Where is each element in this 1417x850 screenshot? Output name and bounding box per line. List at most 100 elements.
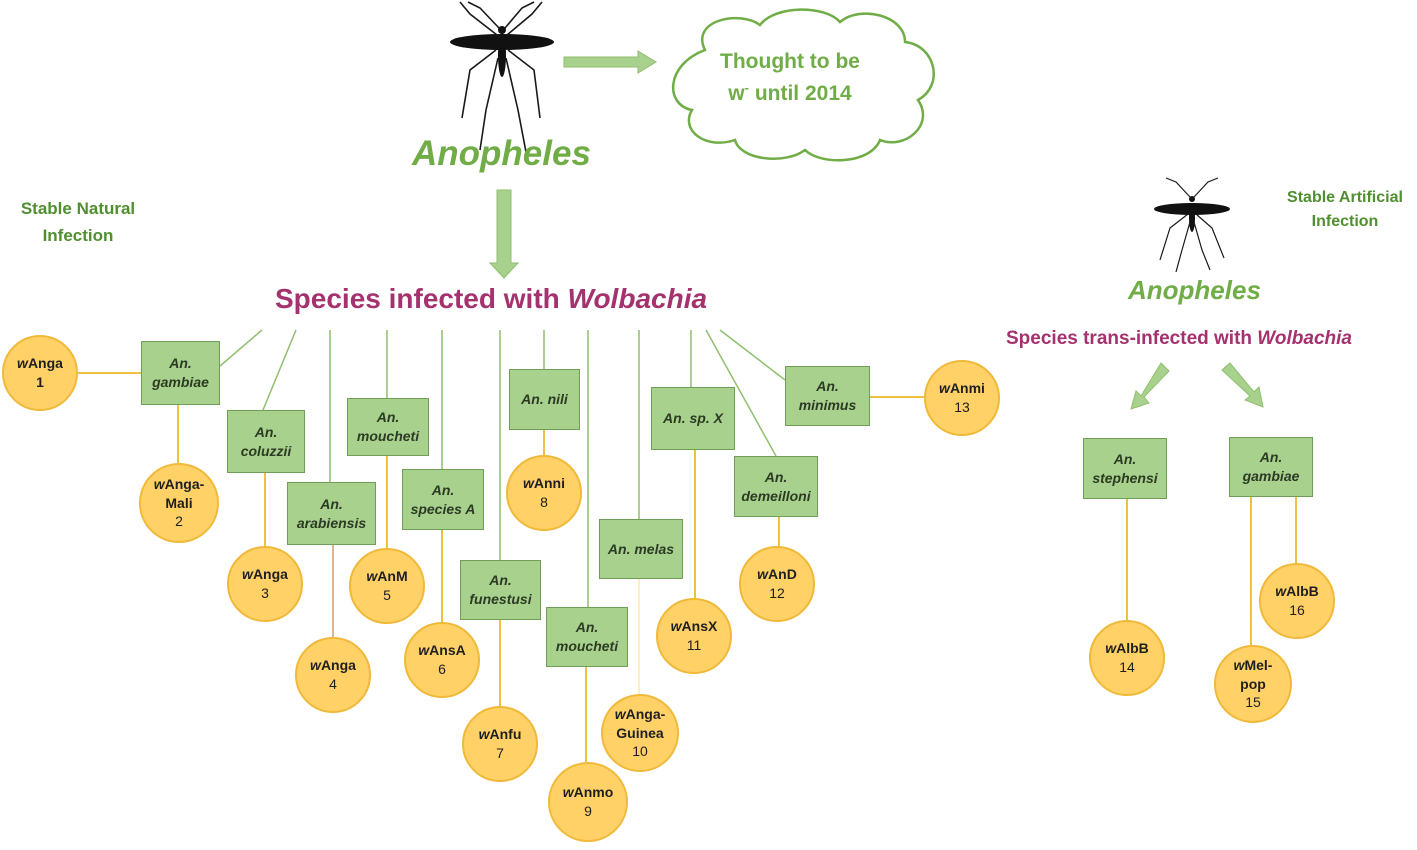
artificial-anopheles-title: Anopheles	[1128, 275, 1261, 305]
strain-12-number: 12	[769, 585, 785, 601]
natural-heading-text: Species infected with	[275, 283, 568, 314]
species-stephensi-line2: stephensi	[1092, 469, 1158, 486]
strain-14-label: wAlbB	[1105, 640, 1149, 657]
species-gambiaeart-line1: An.	[1259, 449, 1283, 466]
species-demeilloni-line2: demeilloni	[741, 487, 811, 504]
strain-15-number: 15	[1245, 694, 1261, 711]
strain-10-label-2: Guinea	[616, 724, 664, 741]
species-box-gambiae: An.gambiae	[141, 341, 220, 405]
cloud-sup: -	[744, 79, 749, 95]
natural-anopheles-title: Anopheles	[412, 134, 591, 173]
strain-13-number: 13	[954, 399, 970, 415]
species-moucheti2-line1: An.	[575, 619, 599, 636]
strain-10-number: 10	[632, 743, 648, 760]
strain-2-label: wAnga-	[153, 475, 205, 492]
artificial-side-label: Stable Artificial Infection	[1270, 186, 1417, 234]
line-heading-coluzzii	[262, 329, 297, 411]
species-box-coluzzii: An.coluzzii	[227, 410, 305, 473]
strain-circle-2: wAnga- Mali 2	[139, 463, 219, 543]
strain-11-number: 11	[686, 637, 702, 653]
cloud-w: w	[728, 81, 745, 105]
line-heading-demeilloni	[705, 329, 777, 457]
species-funestusi-line1: An.	[489, 572, 512, 589]
strain-10-label: wAnga-	[614, 705, 666, 722]
species-arabiensis-line2: arabiensis	[296, 514, 367, 531]
species-box-sp-x: An. sp. X	[651, 387, 735, 450]
strain-circle-11: wAnsX 11	[656, 598, 732, 674]
strain-circle-12: wAnD 12	[739, 546, 815, 622]
thought-cloud	[671, 8, 935, 162]
species-minimus-line2: minimus	[798, 397, 857, 413]
species-coluzzii-line1: An.	[254, 423, 278, 440]
strain-8-number: 8	[540, 494, 548, 510]
strain-6-number: 6	[438, 661, 446, 677]
species-box-moucheti-1: An.moucheti	[347, 398, 429, 456]
arrow-to-gambiae-art	[1221, 362, 1264, 408]
strain-13-label: wAnmi	[939, 380, 985, 397]
species-box-melas: An. melas	[599, 519, 683, 579]
species-box-species-a: An. species A	[402, 469, 484, 530]
species-funestusi-line2: funestusi	[469, 591, 532, 607]
strain-11-label: wAnsX	[670, 618, 718, 635]
species-speciesa-line1: An.	[431, 481, 455, 498]
cloud-text: Thought to be w- until 2014	[700, 46, 880, 109]
natural-heading: Species infected with Wolbachia	[275, 283, 707, 315]
natural-side-label: Stable Natural Infection	[0, 195, 156, 249]
cloud-line-2: w- until 2014	[700, 78, 880, 110]
artificial-heading: Species trans-infected with Wolbachia	[1006, 328, 1352, 350]
species-minimus-line1: An.	[816, 378, 839, 395]
strain-7-label: wAnfu	[478, 726, 522, 743]
natural-heading-italic: Wolbachia	[567, 283, 708, 314]
natural-side-label-1: Stable Natural	[20, 199, 136, 218]
species-box-moucheti-2: An. moucheti	[546, 607, 628, 667]
species-box-gambiae-art: An. gambiae	[1229, 437, 1313, 497]
species-speciesa-line2: species A	[410, 500, 476, 517]
species-box-funestusi: An. funestusi	[460, 560, 541, 620]
species-box-stephensi: An. stephensi	[1083, 438, 1167, 499]
strain-circle-3: wAnga 3	[227, 546, 303, 622]
species-moucheti1-line1: An.	[376, 409, 400, 426]
strain-2-label-2: Mali	[165, 494, 193, 511]
strain-2-number: 2	[175, 513, 183, 530]
species-gambiaeart-line2: gambiae	[1242, 468, 1300, 484]
strain-circle-5: wAnM 5	[349, 548, 425, 624]
species-demeilloni-line1: An.	[764, 468, 788, 485]
strain-9-label: wAnmo	[562, 784, 614, 801]
mosquito-icon-large	[450, 1, 554, 153]
strain-14-number: 14	[1119, 659, 1135, 675]
strain-5-number: 5	[383, 587, 391, 603]
species-arabiensis-line1: An.	[320, 495, 343, 512]
species-box-minimus: An. minimus	[785, 366, 870, 426]
strain-5-label: wAnM	[366, 568, 408, 585]
natural-side-label-2: Infection	[42, 226, 114, 246]
line-heading-minimus	[719, 329, 786, 381]
artificial-side-label-2: Infection	[1311, 213, 1379, 230]
species-moucheti2-line2: moucheti	[555, 638, 619, 654]
strain-16-label: wAlbB	[1275, 583, 1319, 600]
strain-4-label: wAnga	[310, 657, 356, 674]
strain-15-label: wMel-	[1233, 656, 1273, 673]
artificial-heading-italic: Wolbachia	[1257, 328, 1352, 349]
strain-16-number: 16	[1289, 602, 1305, 618]
strain-3-label: wAnga	[242, 566, 288, 583]
species-box-nili: An. nili	[509, 369, 580, 430]
strain-3-number: 3	[261, 585, 269, 601]
strain-12-label: wAnD	[757, 566, 797, 583]
species-stephensi-line1: An.	[1113, 450, 1137, 467]
strain-circle-16: wAlbB 16	[1259, 563, 1335, 639]
species-melas-line1: An. melas	[607, 540, 675, 557]
cloud-line-1: Thought to be	[720, 50, 860, 73]
arrow-to-stephensi	[1130, 362, 1170, 410]
strain-8-label: wAnni	[523, 475, 565, 492]
arrow-down-heading	[488, 189, 520, 279]
strain-4-number: 4	[329, 676, 337, 692]
strain-1-number: 1	[36, 374, 44, 390]
line-heading-gambiae	[219, 329, 263, 367]
strain-circle-10: wAnga- Guinea 10	[601, 694, 679, 772]
